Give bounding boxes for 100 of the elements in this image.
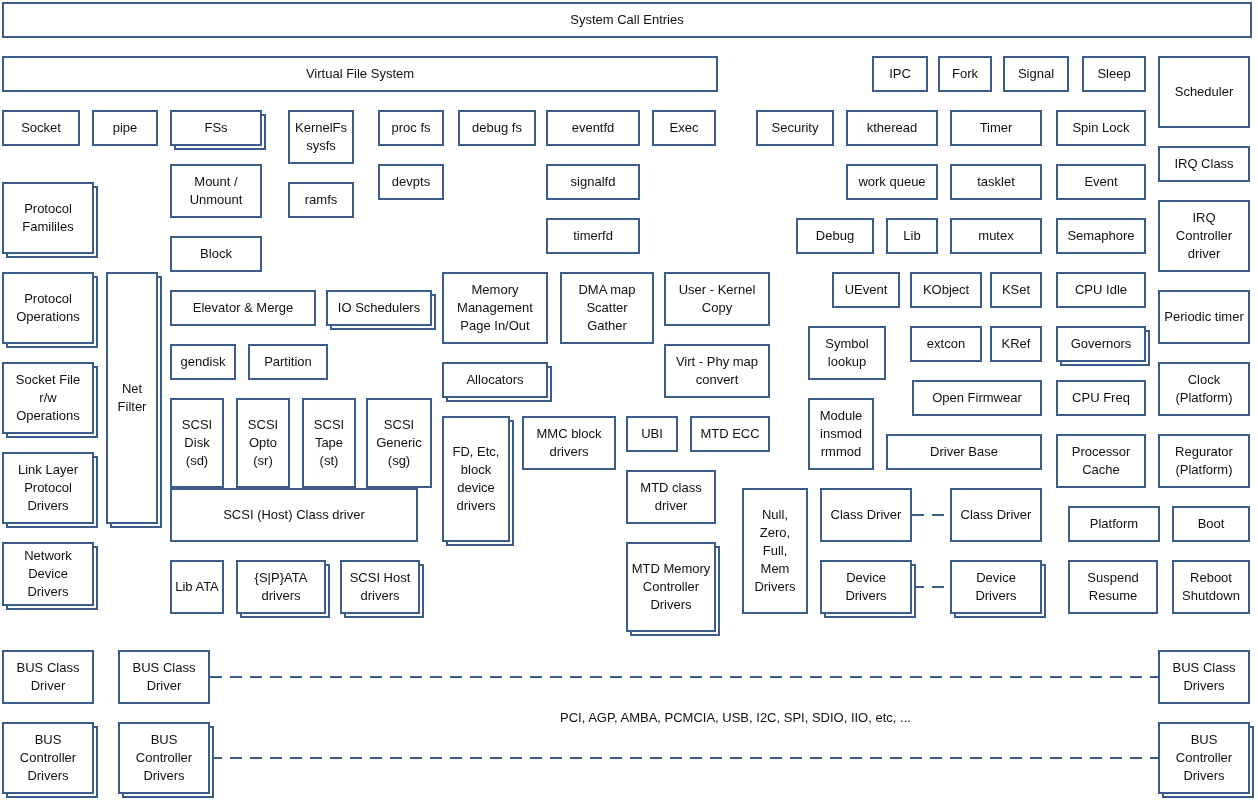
component-box <box>170 398 224 488</box>
stacked-component-box <box>236 560 330 618</box>
component-label: Block <box>200 245 232 263</box>
component-box <box>170 164 262 218</box>
component-label: Link Layer Protocol Drivers <box>17 461 79 515</box>
component-label: Reboot Shutdown <box>1181 569 1241 605</box>
component-label: IO Schedulers <box>337 299 421 317</box>
component-label: Memory Management Page In/Out <box>456 281 534 335</box>
stacked-component-box <box>326 290 436 330</box>
component-label: Null, Zero, Full, Mem Drivers <box>753 506 797 596</box>
component-label: Mount / Unmount <box>188 173 244 209</box>
component-label: Security <box>771 119 819 137</box>
component-box <box>938 56 992 92</box>
component-box <box>1158 200 1250 272</box>
component-label: Fork <box>952 65 978 83</box>
component-box <box>820 488 912 542</box>
component-box <box>1172 506 1250 542</box>
component-label: Suspend Resume <box>1086 569 1140 605</box>
component-label: SCSI Disk (sd) <box>180 416 214 470</box>
component-box <box>1068 560 1158 614</box>
component-box <box>1003 56 1069 92</box>
component-label: IRQ Class <box>1174 155 1234 173</box>
component-box <box>1158 362 1250 416</box>
component-label: ramfs <box>304 191 338 209</box>
component-label: BUS Controller Drivers <box>18 731 78 785</box>
component-box <box>546 164 640 200</box>
component-label: Signal <box>1017 65 1055 83</box>
component-box <box>1172 560 1250 614</box>
component-label: System Call Entries <box>570 11 684 29</box>
component-label: mutex <box>978 227 1014 245</box>
component-label: Clock (Platform) <box>1174 371 1234 407</box>
component-label: Virtual File System <box>305 65 415 83</box>
component-label: IRQ Controller driver <box>1174 209 1234 263</box>
component-label: BUS Controller Drivers <box>134 731 194 785</box>
component-label: SCSI Opto (sr) <box>246 416 280 470</box>
component-label: DMA map Scatter Gather <box>577 281 637 335</box>
stacked-component-box <box>2 182 98 258</box>
component-box <box>2 110 80 146</box>
component-box <box>886 434 1042 470</box>
component-box <box>1158 650 1250 704</box>
bus-list-text: PCI, AGP, AMBA, PCMCIA, USB, I2C, SPI, SDIO, IIO, etc, ... <box>560 710 911 725</box>
component-label: FSs <box>204 119 228 137</box>
component-box <box>1158 56 1250 128</box>
stacked-component-box <box>2 722 98 798</box>
component-label: pipe <box>112 119 138 137</box>
component-label: MTD ECC <box>700 425 760 443</box>
component-label: UEvent <box>844 281 888 299</box>
component-box <box>1056 218 1146 254</box>
component-label: Allocators <box>466 371 524 389</box>
component-box <box>378 110 444 146</box>
component-label: Timer <box>979 119 1013 137</box>
stacked-component-box <box>118 722 214 798</box>
stacked-component-box <box>820 560 916 618</box>
component-box <box>950 488 1042 542</box>
component-label: CPU Freq <box>1072 389 1130 407</box>
component-label: Device Drivers <box>844 569 888 605</box>
component-box <box>560 272 654 344</box>
component-label: Scheduler <box>1174 83 1234 101</box>
component-box <box>886 218 938 254</box>
component-label: Class Driver <box>960 506 1032 524</box>
component-box <box>626 470 716 524</box>
component-label: Event <box>1084 173 1118 191</box>
component-label: BUS Class Drivers <box>1171 659 1237 695</box>
component-box <box>1056 380 1146 416</box>
component-box <box>1056 110 1146 146</box>
component-label: Regurator (Platform) <box>1174 443 1234 479</box>
component-box <box>170 236 262 272</box>
component-label: signalfd <box>570 173 616 191</box>
component-label: Sleep <box>1097 65 1131 83</box>
component-label: Partition <box>264 353 312 371</box>
component-label: Socket <box>21 119 61 137</box>
component-label: SCSI Generic (sg) <box>375 416 423 470</box>
component-box <box>990 272 1042 308</box>
component-label: Lib ATA <box>175 578 219 596</box>
component-label: timerfd <box>573 227 613 245</box>
component-box <box>1158 290 1250 344</box>
component-box <box>1158 146 1250 182</box>
component-label: User - Kernel Copy <box>677 281 757 317</box>
component-label: SCSI (Host) Class driver <box>223 506 365 524</box>
component-label: Net Filter <box>116 380 148 416</box>
component-label: Protocol Famililes <box>21 200 75 236</box>
component-box <box>378 164 444 200</box>
component-box <box>910 326 982 362</box>
component-box <box>1082 56 1146 92</box>
component-label: devpts <box>391 173 431 191</box>
component-box <box>756 110 834 146</box>
component-label: MTD Memory Controller Drivers <box>631 560 711 614</box>
dashed-connector <box>209 676 1159 678</box>
component-box <box>546 218 640 254</box>
component-label: CPU Idle <box>1075 281 1127 299</box>
component-label: SCSI Tape (st) <box>312 416 346 470</box>
component-label: BUS Class Driver <box>131 659 197 695</box>
component-label: Open Firmwear <box>932 389 1022 407</box>
component-label: MTD class driver <box>639 479 703 515</box>
component-label: Device Drivers <box>974 569 1018 605</box>
component-box <box>690 416 770 452</box>
component-label: Module insmod rmmod <box>818 407 864 461</box>
component-box <box>288 110 354 164</box>
component-label: KernelFs sysfs <box>294 119 348 155</box>
component-box <box>248 344 328 380</box>
